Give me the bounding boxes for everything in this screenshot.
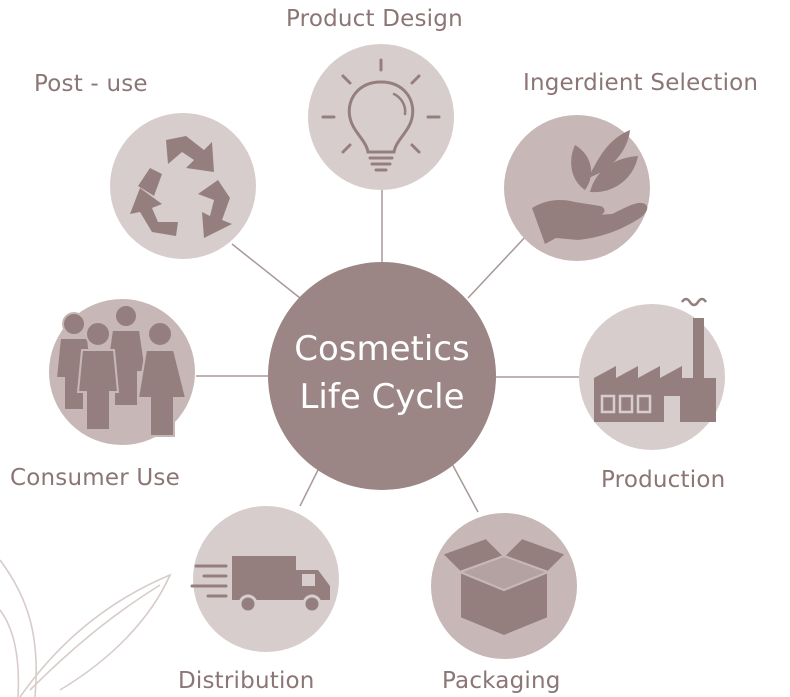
stage-label-ingredient-selection: Ingerdient Selection [523, 70, 759, 96]
stage-label-post-use: Post - use [34, 71, 148, 97]
stage-label-distribution: Distribution [178, 668, 315, 694]
connector-packaging [449, 459, 479, 513]
delivery-truck-icon [190, 556, 330, 614]
node-production [579, 297, 725, 450]
open-box-icon [440, 536, 568, 638]
center-hub: Cosmetics Life Cycle [268, 262, 496, 490]
recycle-icon [130, 136, 232, 238]
lightbulb-icon [321, 58, 441, 172]
node-post-use [110, 113, 256, 259]
decorative-leaf-sketch [0, 559, 172, 697]
center-title-line2: Life Cycle [299, 377, 464, 417]
node-packaging [431, 513, 577, 659]
stage-label-packaging: Packaging [442, 668, 561, 694]
node-ingredient-selection [504, 115, 650, 261]
people-group-icon [54, 304, 188, 437]
stage-label-product-design: Product Design [286, 6, 463, 32]
connector-post-use [231, 243, 301, 299]
connector-distribution [299, 465, 321, 507]
node-consumer-use [49, 299, 195, 445]
connector-ingredient-selection [467, 233, 529, 299]
connectors [196, 190, 580, 513]
node-distribution [190, 506, 339, 652]
stage-label-consumer-use: Consumer Use [10, 465, 180, 491]
stage-label-production: Production [601, 467, 726, 493]
factory-icon [594, 297, 716, 422]
hand-with-leaves-icon [532, 130, 648, 244]
center-title-line1: Cosmetics [294, 329, 469, 369]
node-product-design [308, 44, 454, 190]
